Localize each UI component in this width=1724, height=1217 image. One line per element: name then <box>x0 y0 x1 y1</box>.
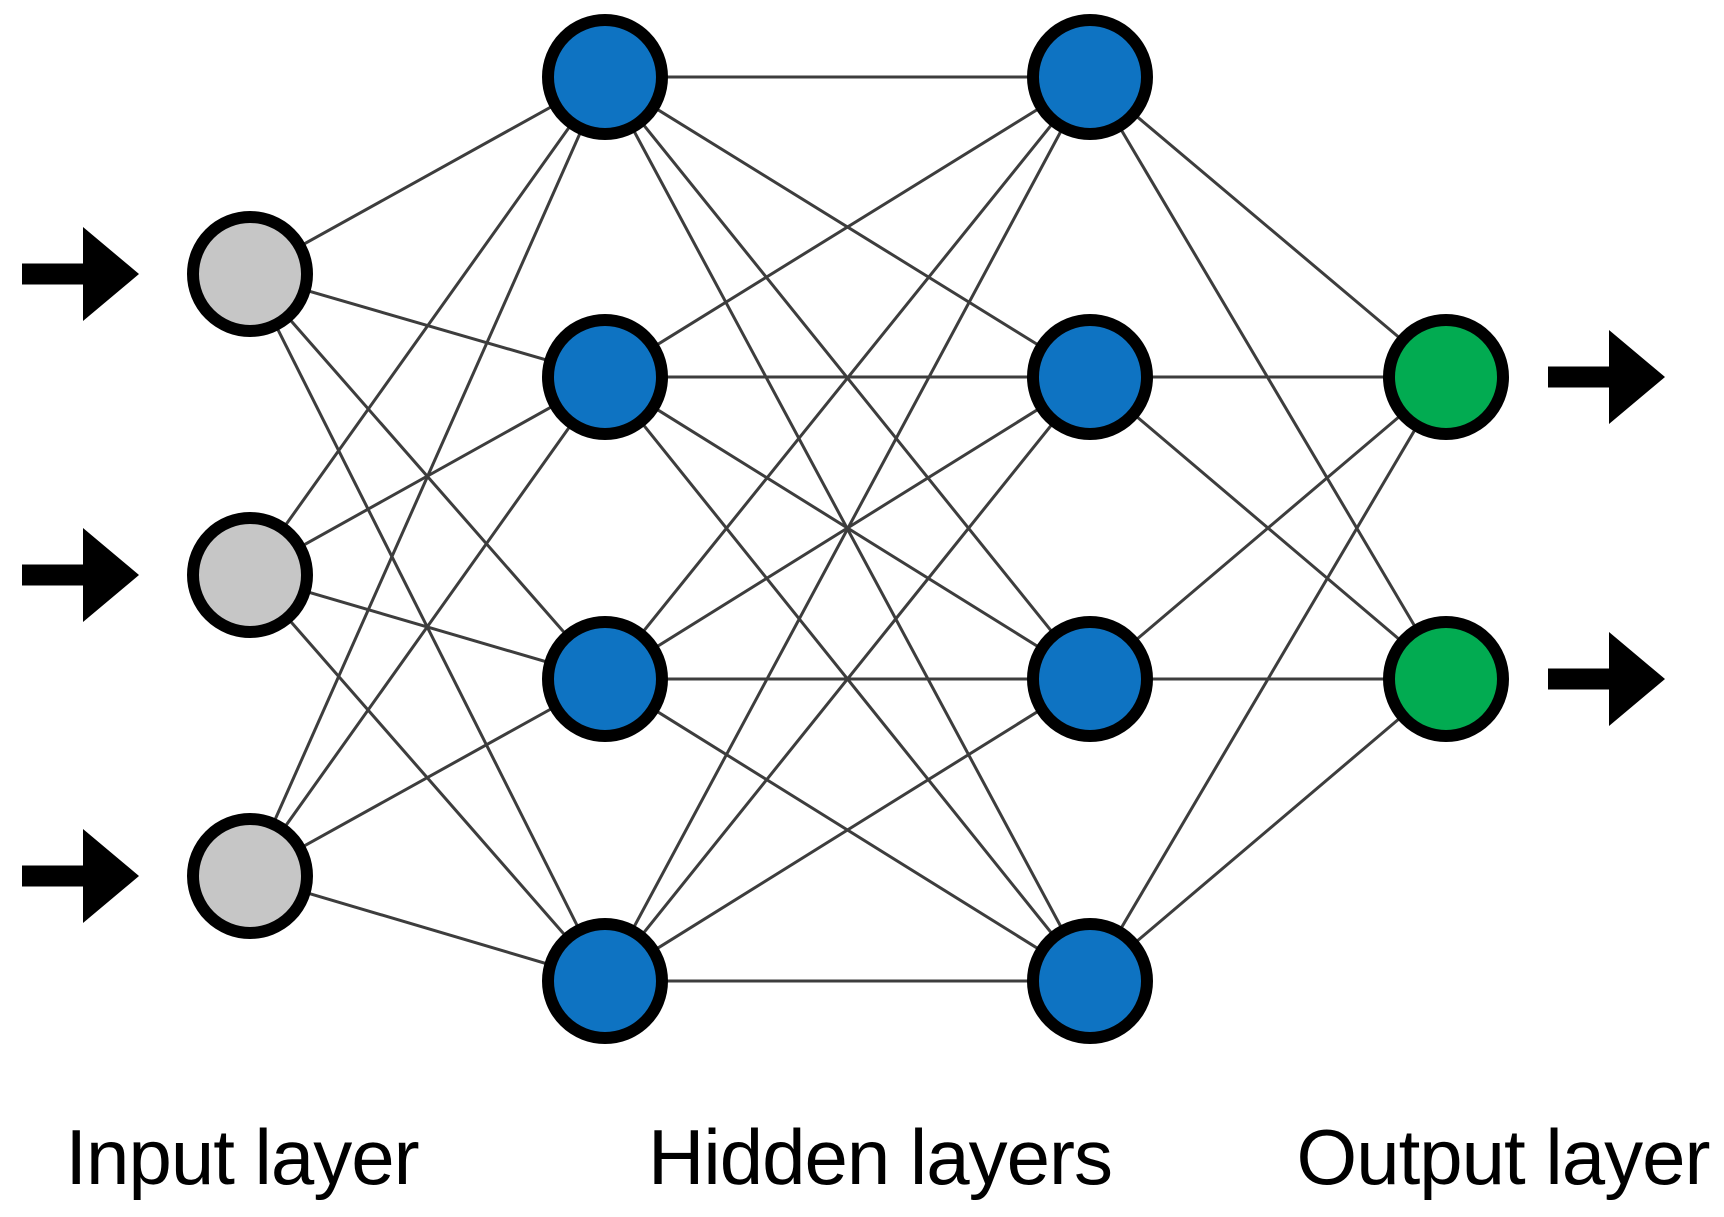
input-node <box>187 512 313 638</box>
edge-line <box>248 76 607 877</box>
edge-line <box>604 75 1091 379</box>
edge-line <box>248 76 607 576</box>
edge-line <box>249 75 606 276</box>
edge-line <box>1088 376 1448 982</box>
input-arrow-icon <box>22 528 139 622</box>
input-arrow-icon <box>22 829 139 923</box>
edge-line <box>248 376 607 877</box>
hidden-node <box>1027 314 1153 440</box>
output-arrow-icon <box>1548 632 1665 726</box>
hidden-node <box>1027 616 1153 742</box>
edge-line <box>603 376 1092 982</box>
hidden-node <box>1027 918 1153 1044</box>
input-node <box>187 211 313 337</box>
edge-line <box>603 76 1092 680</box>
edge-line <box>603 76 1092 982</box>
edge-line <box>249 677 606 878</box>
input-layer-label: Input layer <box>65 1113 419 1201</box>
output-arrow-icon <box>1548 330 1665 424</box>
hidden-node <box>542 616 668 742</box>
output-node <box>1383 314 1509 440</box>
output-layer-label: Output layer <box>1296 1113 1711 1201</box>
hidden-node <box>542 14 668 140</box>
edge-line <box>1089 677 1447 983</box>
edge-line <box>1089 375 1447 681</box>
hidden-node <box>542 314 668 440</box>
hidden-layers-label: Hidden layers <box>648 1113 1113 1201</box>
input-node <box>187 813 313 939</box>
output-node <box>1383 616 1509 742</box>
edge-line <box>1089 75 1447 379</box>
hidden-node <box>1027 14 1153 140</box>
edge-line <box>604 677 1091 983</box>
hidden-node <box>542 918 668 1044</box>
input-arrow-icon <box>22 227 139 321</box>
